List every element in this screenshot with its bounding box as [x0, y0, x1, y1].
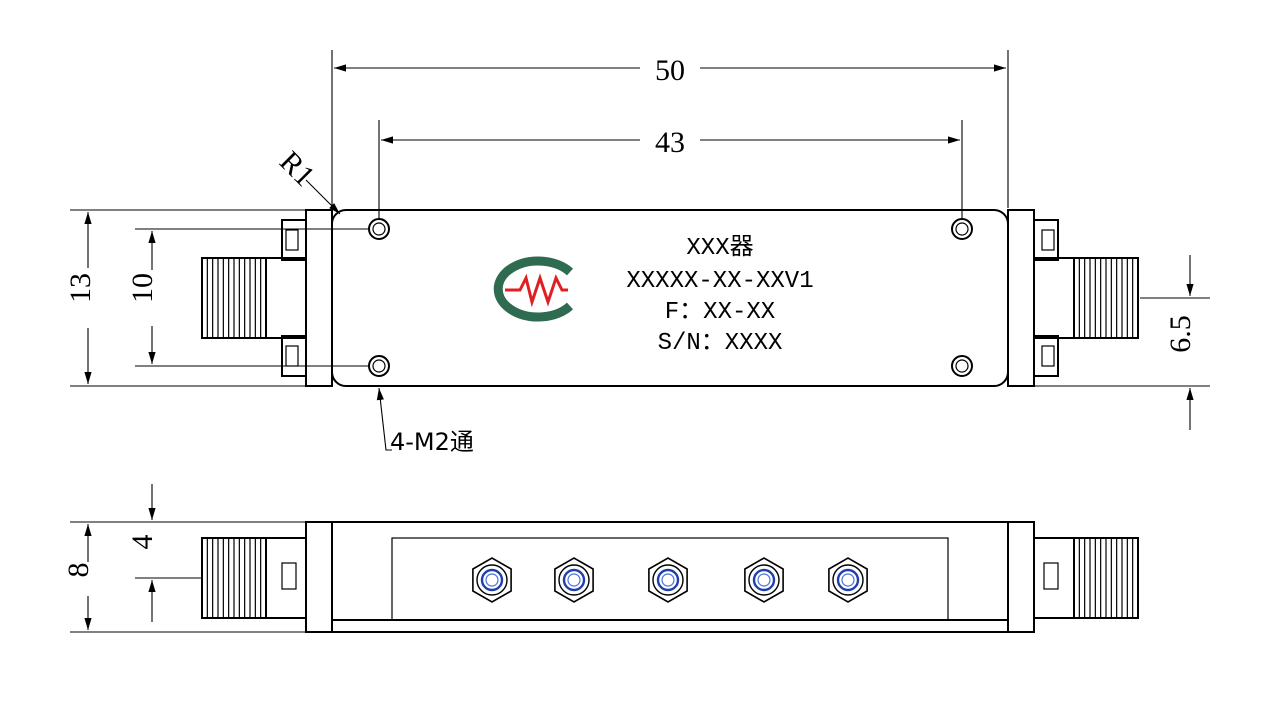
mounting-hole [368, 355, 390, 377]
svg-text:50: 50 [655, 54, 685, 87]
svg-text:43: 43 [655, 126, 685, 159]
dimension-hole-pitch: 10 [126, 228, 368, 367]
svg-text:R1: R1 [273, 145, 321, 193]
dimension-connector-offset: 6.5 [1010, 255, 1210, 430]
sma-connector-right-side [1007, 521, 1139, 633]
mounting-hole [368, 218, 390, 240]
svg-text:4-M2通: 4-M2通 [390, 428, 474, 456]
tuning-screw [648, 557, 688, 603]
mounting-hole [951, 218, 973, 240]
svg-text:13: 13 [64, 273, 97, 303]
svg-text:4: 4 [126, 535, 159, 550]
svg-text:10: 10 [126, 273, 159, 303]
sma-connector-left [201, 209, 333, 387]
svg-text:8: 8 [62, 563, 95, 578]
side-view: 8 4 [62, 484, 1139, 633]
frequency-label: F：XX-XX [665, 299, 775, 326]
dimension-corner-radius: R1 [273, 145, 341, 215]
product-name: XXX器 [686, 234, 753, 262]
tuning-screw [472, 557, 512, 603]
dimension-connector-center: 4 [126, 484, 202, 622]
company-logo [493, 256, 574, 322]
housing-top [331, 209, 1009, 387]
top-view: XXX器 XXXXX-XX-XXV1 F：XX-XX S/N：XXXX 50 4… [64, 50, 1210, 456]
svg-text:6.5: 6.5 [1164, 315, 1197, 353]
cover-plate [391, 537, 949, 621]
dimension-thickness: 8 [62, 521, 330, 633]
dimension-length: 50 [331, 50, 1009, 208]
serial-number: S/N：XXXX [658, 330, 783, 357]
dimension-hole-spacing: 43 [378, 120, 963, 218]
model-number: XXXXX-XX-XXV1 [626, 268, 813, 295]
sma-connector-right [1007, 209, 1139, 387]
dimension-height: 13 [64, 209, 330, 387]
mounting-hole [951, 355, 973, 377]
tuning-screw [828, 557, 868, 603]
holes-callout: 4-M2通 [376, 387, 474, 456]
tuning-screw [554, 557, 594, 603]
tuning-screw [744, 557, 784, 603]
sma-connector-left-side [201, 521, 333, 633]
